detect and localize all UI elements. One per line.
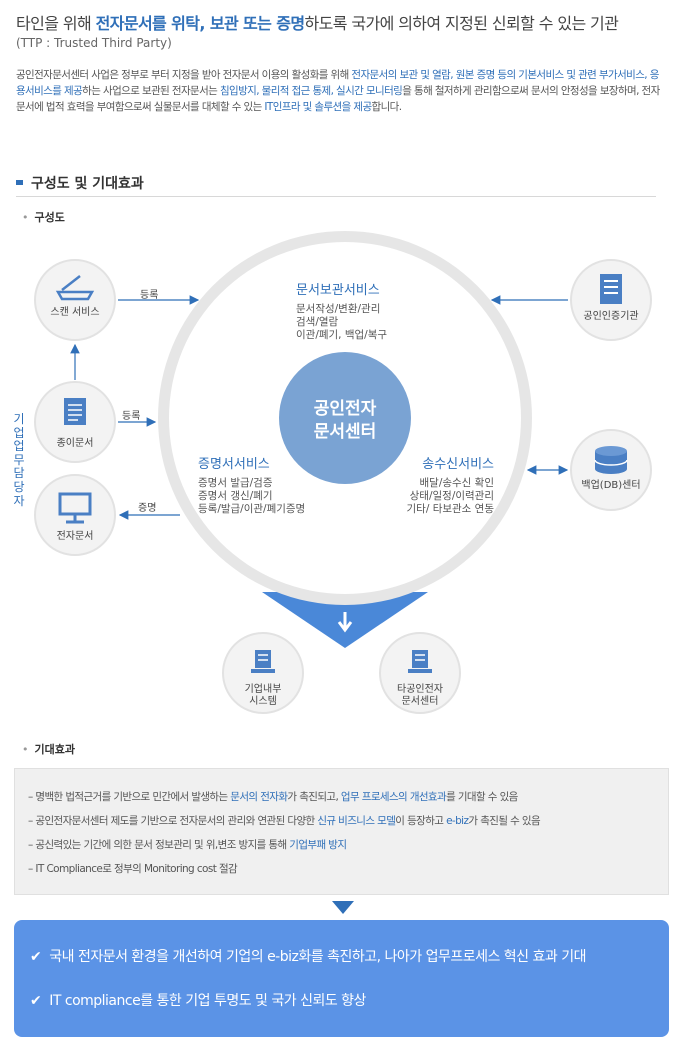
node-internal <box>222 632 304 714</box>
service-transmit-title: 송수신서비스 <box>422 457 494 472</box>
effect-item: – IT Compliance로 정부의 Monitoring cost 절감 <box>28 863 238 875</box>
down-arrow-icon <box>337 612 353 633</box>
service-certificate: 증명서서비스 증명서 발급/검증 증명서 갱신/폐기 등록/발급/이관/폐기증명 <box>198 453 305 516</box>
service-storage-title: 문서보관서비스 <box>296 283 380 298</box>
square-bullet-icon <box>16 179 23 185</box>
effect-item: – 공신력있는 기간에 의한 문서 정보관리 및 위,변조 방지를 통해 기업부… <box>28 839 347 851</box>
node-paper <box>34 381 116 463</box>
check-icon: ✔ <box>30 993 42 1009</box>
arrow-label-register-2: 등록 <box>122 411 141 422</box>
server-icon <box>251 650 275 673</box>
result-item: ✔국내 전자문서 환경을 개선하여 기업의 e-biz화를 촉진하고, 나아가 … <box>30 949 586 965</box>
label-edoc: 전자문서 <box>56 531 94 542</box>
down-triangle-icon <box>332 901 354 914</box>
node-edoc <box>34 474 116 556</box>
server-icon <box>408 650 432 673</box>
node-scan <box>34 259 116 341</box>
result-box <box>14 920 669 1037</box>
effect-item: – 명백한 법적근거를 기반으로 민간에서 발생하는 문서의 전자화가 촉진되고… <box>28 791 518 803</box>
section-divider <box>16 196 656 197</box>
service-transmit-lines: 배달/송수신 확인 상태/일정/이력관리 기타/ 타보관소 연동 <box>406 477 495 515</box>
document-list-icon <box>600 274 622 304</box>
node-backup <box>570 429 652 511</box>
service-storage: 문서보관서비스 문서작성/변환/관리 검색/열람 이관/폐기, 백업/복구 <box>296 279 387 342</box>
label-cert: 공인인증기관 <box>583 311 639 322</box>
subheading-diagram: •구성도 <box>22 211 65 224</box>
section-heading: 구성도 및 기대효과 <box>16 173 144 193</box>
center-circle <box>279 352 411 484</box>
database-icon <box>594 446 628 474</box>
document-icon <box>64 398 86 425</box>
check-icon: ✔ <box>30 949 42 965</box>
result-item: ✔IT compliance를 통한 기업 투명도 및 국가 신뢰도 향상 <box>30 993 366 1009</box>
service-certificate-title: 증명서서비스 <box>198 457 270 472</box>
node-cert <box>570 259 652 341</box>
label-paper: 종이문서 <box>56 438 94 449</box>
arrow-label-register-1: 등록 <box>140 290 159 301</box>
intro-paragraph: 공인전자문서센터 사업은 정부로 부터 지정을 받아 전자문서 이용의 활성화를… <box>16 69 660 113</box>
effects-box <box>14 768 669 895</box>
label-scan: 스캔 서비스 <box>50 307 100 318</box>
scanner-icon <box>55 290 95 301</box>
arrow-label-proof: 증명 <box>138 503 157 514</box>
service-transmit: 송수신서비스 배달/송수신 확인 상태/일정/이력관리 기타/ 타보관소 연동 <box>370 453 495 516</box>
service-certificate-lines: 증명서 발급/검증 증명서 갱신/폐기 등록/발급/이관/폐기증명 <box>198 477 306 515</box>
service-storage-lines: 문서작성/변환/관리 검색/열람 이관/폐기, 백업/복구 <box>296 303 388 341</box>
label-backup: 백업(DB)센터 <box>581 480 641 491</box>
architecture-diagram <box>34 231 652 714</box>
effect-item: – 공인전자문서센터 제도를 기반으로 전자문서의 관리와 연관된 다양한 신규… <box>28 815 541 827</box>
page-subtitle: (TTP : Trusted Third Party) <box>16 36 172 50</box>
subheading-effects: •기대효과 <box>22 743 75 756</box>
page-title: 타인을 위해 전자문서를 위탁, 보관 또는 증명하도록 국가에 의하여 지정된… <box>16 14 619 33</box>
node-other-center <box>379 632 461 714</box>
